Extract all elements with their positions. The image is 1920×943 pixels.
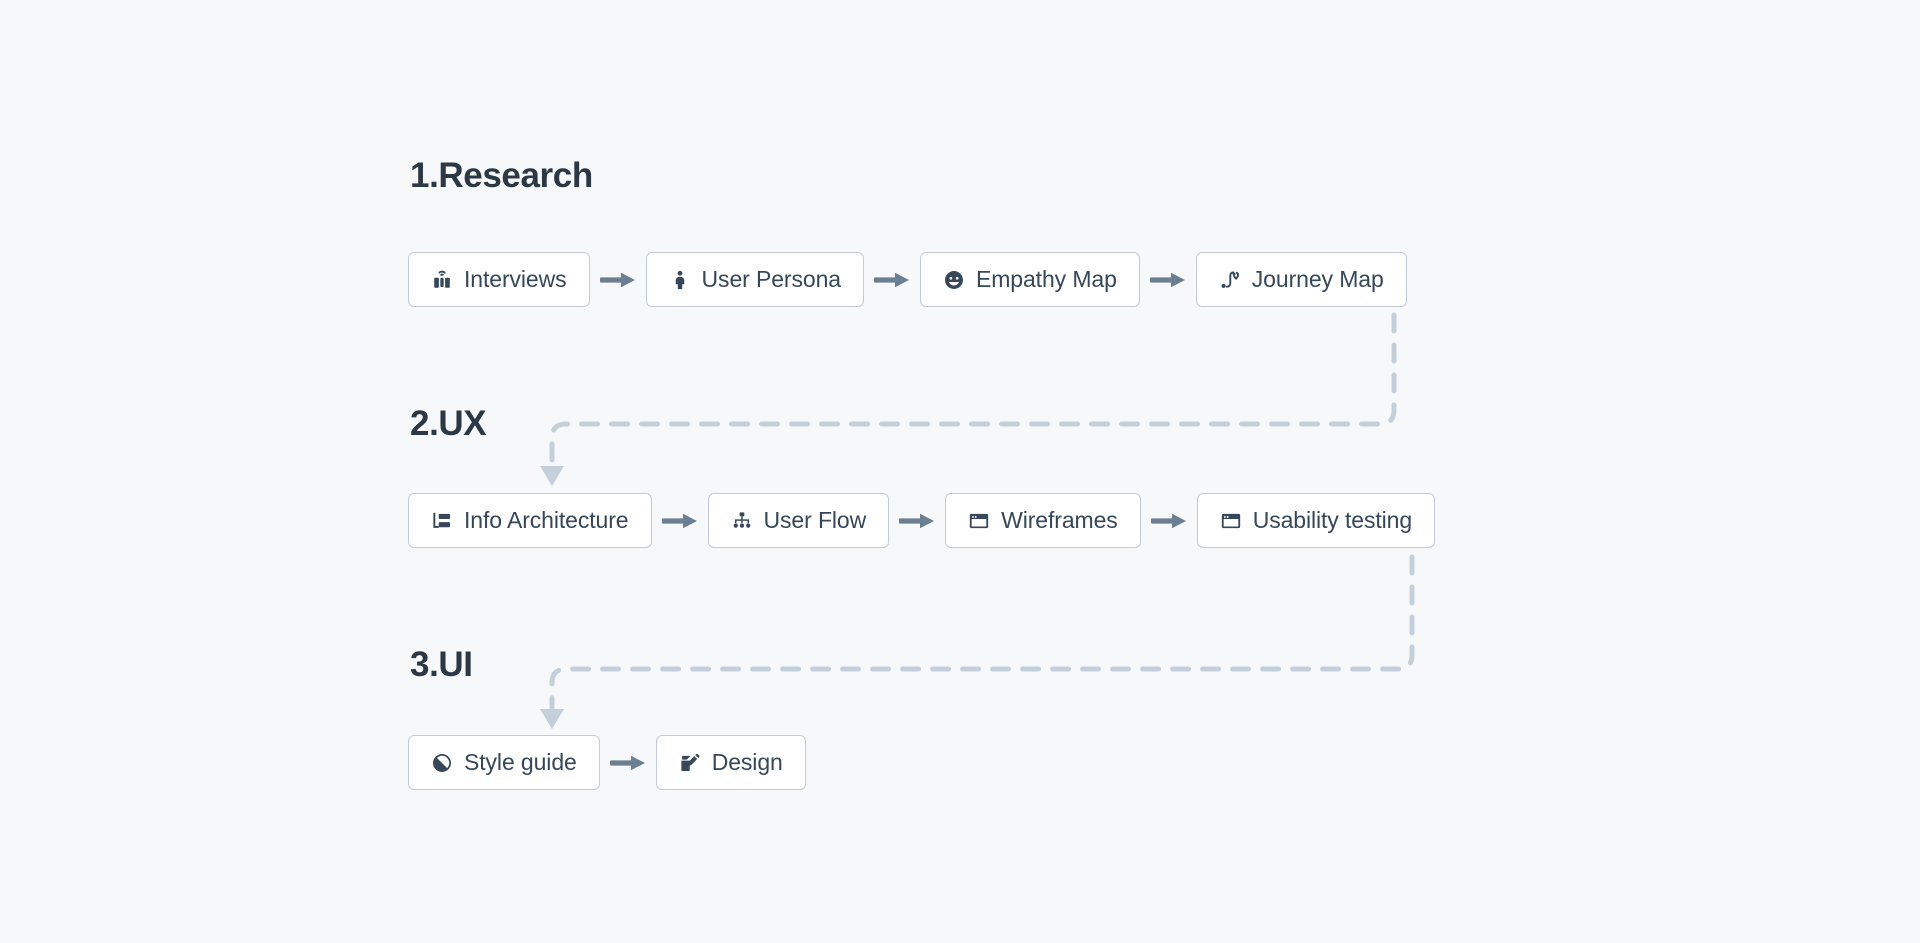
hierarchy-icon (431, 510, 453, 532)
arrow-icon (1141, 493, 1197, 548)
edit-square-icon (679, 752, 701, 774)
arrow-icon (590, 252, 646, 307)
section-title-research: 1.Research (410, 156, 593, 195)
section-title-ui: 3.UI (410, 645, 473, 684)
node-journey-map[interactable]: Journey Map (1195, 252, 1407, 307)
smiley-icon (943, 269, 965, 291)
node-label: User Flow (763, 507, 867, 533)
sitemap-icon (731, 510, 753, 532)
window-icon (1220, 510, 1242, 532)
headset-icon (431, 269, 453, 291)
node-style-guide[interactable]: Style guide (408, 735, 600, 790)
section-heading-research: 1.Research (410, 158, 593, 193)
row-research: Interviews User Persona (408, 252, 1407, 307)
row-ux: Info Architecture (408, 493, 1436, 548)
route-icon (1219, 269, 1241, 291)
node-usability-testing[interactable]: Usability testing (1196, 493, 1436, 548)
arrow-icon (1140, 252, 1196, 307)
arrow-icon (652, 493, 708, 548)
node-label: Info Architecture (464, 507, 629, 533)
node-label: Design (711, 749, 783, 775)
arrow-icon (889, 493, 945, 548)
node-label: Interviews (464, 266, 567, 292)
connector-journey-to-ia (549, 312, 1397, 471)
node-empathy-map[interactable]: Empathy Map (919, 252, 1140, 307)
node-user-flow[interactable]: User Flow (707, 493, 890, 548)
node-label: Style guide (464, 749, 577, 775)
window-icon (968, 510, 990, 532)
person-icon (669, 269, 691, 291)
node-label: Journey Map (1251, 266, 1384, 292)
node-label: User Persona (701, 266, 842, 292)
row-ui: Style guide Design (408, 735, 806, 790)
node-label: Wireframes (1001, 507, 1118, 533)
node-wireframes[interactable]: Wireframes (945, 493, 1141, 548)
section-heading-ux: 2.UX (410, 404, 487, 443)
node-info-architecture[interactable]: Info Architecture (408, 493, 652, 548)
node-design[interactable]: Design (655, 735, 806, 790)
node-label: Usability testing (1252, 507, 1413, 533)
node-user-persona[interactable]: User Persona (645, 252, 864, 307)
connector-arrowhead-ui (540, 709, 564, 729)
arrow-icon (864, 252, 920, 307)
node-label: Empathy Map (975, 266, 1117, 292)
contrast-icon (431, 752, 453, 774)
arrow-icon (600, 735, 656, 790)
section-heading-ui: 3.UI (410, 647, 473, 682)
node-interviews[interactable]: Interviews (408, 252, 590, 307)
connector-arrowhead-ux (540, 466, 564, 486)
section-title-ux: 2.UX (410, 404, 487, 443)
connector-usability-to-style (549, 554, 1415, 714)
